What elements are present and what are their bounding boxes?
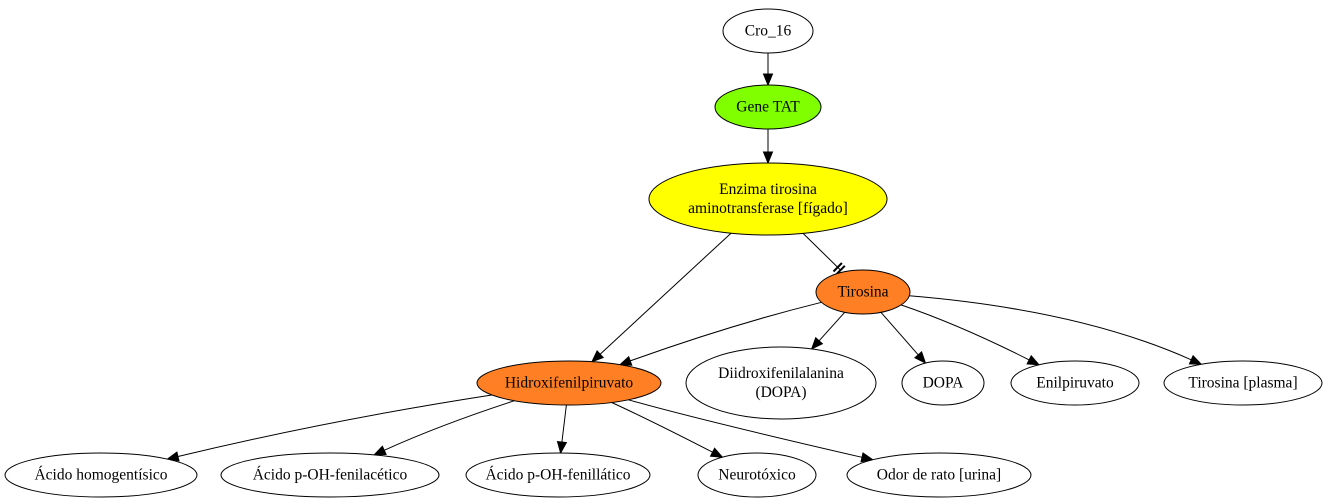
edge-line	[880, 311, 919, 356]
edge-hidroxi-to-acido-homo	[166, 394, 492, 462]
arrowhead	[762, 73, 774, 87]
node-enilpiruvato: Enilpiruvato	[1010, 360, 1140, 406]
node-tirosina-plasma: Tirosina [plasma]	[1163, 360, 1323, 406]
node-label: Enzima tirosina	[719, 181, 817, 198]
edge-hidroxi-to-acido-feniac	[372, 400, 515, 456]
node-acido-feniac: Ácido p-OH-fenilacético	[220, 452, 440, 498]
node-odor: Odor de rato [urina]	[846, 452, 1032, 498]
node-ellipse	[4, 452, 198, 498]
edge-line	[630, 301, 822, 362]
arrowhead	[1026, 354, 1041, 366]
node-ellipse	[465, 452, 651, 498]
arrowhead	[810, 336, 824, 350]
arrowhead	[762, 151, 774, 165]
node-ellipse	[722, 8, 814, 54]
edge-tirosina-to-diidroxi	[810, 311, 846, 350]
node-label: Gene TAT	[736, 99, 800, 116]
node-ellipse	[714, 84, 822, 130]
node-ellipse	[476, 360, 662, 406]
edge-line	[177, 394, 492, 457]
edge-tirosina-to-dopa	[880, 311, 927, 365]
edge-cro16-to-gene-tat	[762, 53, 774, 87]
edge-line	[599, 232, 732, 355]
node-ellipse	[220, 452, 440, 498]
node-hidroxi: Hidroxifenilpiruvato	[476, 360, 662, 406]
arrowhead	[1188, 354, 1203, 365]
edge-line	[802, 233, 841, 271]
node-label: Ácido p-OH-fenilacético	[253, 467, 408, 484]
node-cro16: Cro_16	[722, 8, 814, 54]
edge-gene-tat-to-enzyme	[762, 129, 774, 165]
node-gene-tat: Gene TAT	[714, 84, 822, 130]
edge-tirosina-to-hidroxi	[618, 301, 822, 366]
edge-enzyme-to-hidroxi	[591, 232, 732, 363]
node-ellipse	[846, 452, 1032, 498]
node-neurotoxico: Neurotóxico	[697, 452, 817, 498]
node-enzyme: Enzima tirosina aminotransferase [fígado]	[648, 162, 888, 236]
arrowhead	[618, 355, 633, 366]
node-label: Ácido homogentísico	[34, 467, 167, 484]
edge-hidroxi-to-acido-fenila	[556, 404, 568, 455]
node-acido-fenila: Ácido p-OH-fenillático	[465, 452, 651, 498]
arrowhead	[556, 441, 568, 455]
node-label: DOPA	[923, 375, 965, 392]
node-ellipse	[1010, 360, 1140, 406]
arrowhead	[860, 452, 874, 463]
edges-layer	[166, 53, 1203, 463]
edge-enzyme-to-tirosina	[802, 233, 846, 276]
edge-line	[628, 399, 863, 458]
edge-line	[611, 402, 713, 453]
node-label: Diidroxifenilalanina	[718, 365, 844, 382]
node-ellipse	[815, 269, 911, 315]
edge-hidroxi-to-odor	[628, 399, 874, 463]
edge-line	[561, 404, 567, 443]
node-label: Neurotóxico	[718, 467, 796, 484]
node-ellipse	[697, 452, 817, 498]
node-dopa: DOPA	[901, 360, 985, 406]
node-ellipse	[685, 346, 877, 420]
node-diidroxi: Diidroxifenilalanina (DOPA)	[685, 346, 877, 420]
node-ellipse	[648, 162, 888, 236]
inhibition-tee	[832, 262, 843, 273]
edge-line	[383, 400, 515, 451]
node-tirosina: Tirosina	[815, 269, 911, 315]
edge-line	[900, 304, 1030, 361]
node-label: Hidroxifenilpiruvato	[505, 375, 634, 392]
edge-hidroxi-to-neurotoxico	[611, 402, 724, 458]
node-label: (DOPA)	[755, 384, 806, 401]
edge-line	[909, 295, 1192, 361]
node-label: Odor de rato [urina]	[877, 467, 1001, 484]
node-acido-homo: Ácido homogentísico	[4, 452, 198, 498]
edge-tirosina-to-enilpiruvato	[900, 304, 1041, 366]
arrowhead	[914, 351, 927, 365]
arrowhead	[709, 447, 724, 458]
node-label: Tirosina	[837, 284, 888, 301]
edge-tirosina-to-tirosina-plasma	[909, 295, 1203, 365]
edge-line	[818, 311, 846, 342]
node-label: Ácido p-OH-fenillático	[485, 467, 630, 484]
node-label: Cro_16	[745, 23, 792, 40]
node-label: aminotransferase [fígado]	[688, 200, 848, 217]
arrowhead	[591, 350, 605, 363]
node-ellipse	[901, 360, 985, 406]
node-label: Enilpiruvato	[1036, 375, 1114, 392]
arrowhead	[372, 445, 387, 456]
node-label: Tirosina [plasma]	[1188, 375, 1297, 392]
node-ellipse	[1163, 360, 1323, 406]
